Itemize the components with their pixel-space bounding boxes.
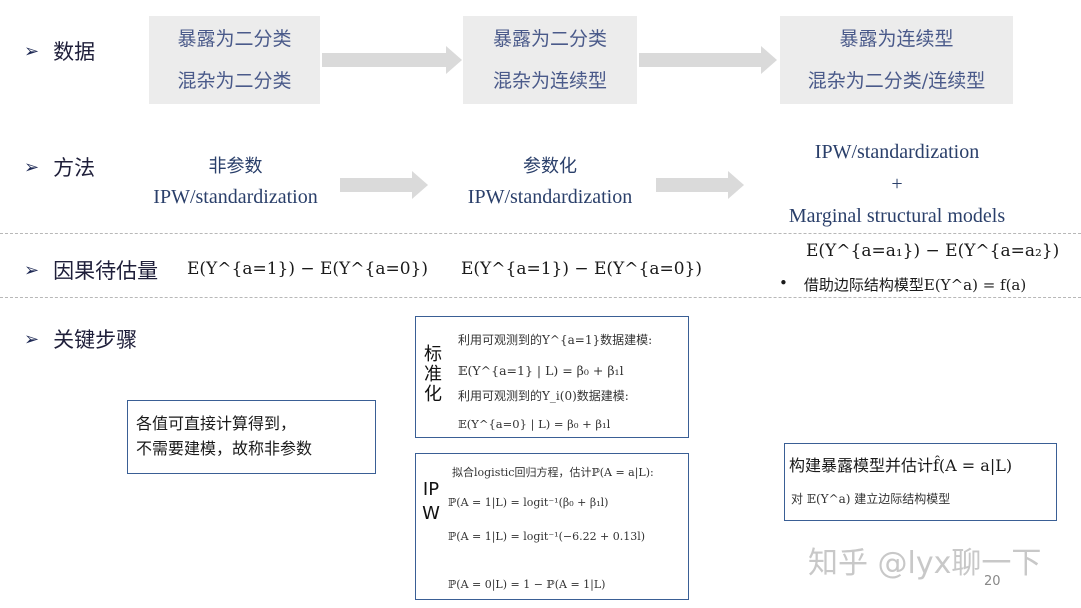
estimand-3: E(Y^{a=a₁}) − E(Y^{a=a₂})	[806, 241, 1060, 261]
note-line2: 不需要建模，故称非参数	[136, 439, 313, 458]
arrow-right-icon	[639, 46, 777, 74]
data-box-1-line1: 暴露为二分类	[177, 28, 292, 50]
method-3-line1: IPW/standardization	[814, 141, 980, 163]
arrow-right-icon	[656, 171, 744, 199]
std-eq1: 𝔼(Y^{a=1} | L) = β₀ + β₁l	[458, 363, 624, 378]
method-3: IPW/standardization + Marginal structura…	[770, 136, 1024, 232]
estimand-1: E(Y^{a=1}) − E(Y^{a=0})	[187, 259, 428, 279]
std-line1: 利用可观测到的Y^{a=1}数据建模:	[458, 333, 653, 347]
msm-box: 构建暴露模型并估计f̂(A = a|L) 对 𝔼(Y^a) 建立边际结构模型	[784, 443, 1057, 521]
row-label-data: 数据	[53, 40, 96, 64]
data-box-2-line2: 混杂为连续型	[492, 70, 607, 92]
data-box-2-line1: 暴露为二分类	[492, 28, 607, 50]
triangle-bullet-icon: ➢	[24, 259, 40, 281]
std-eq2: 𝔼(Y^{a=0} | L) = β₀ + β₁l	[458, 417, 611, 431]
method-1-line2: IPW/standardization	[153, 186, 318, 208]
divider-line	[0, 233, 1081, 234]
row-header-steps: ➢ 关键步骤	[24, 324, 137, 354]
msm-line1: 构建暴露模型并估计f̂(A = a|L)	[789, 456, 1013, 475]
note-line1: 各值可直接计算得到，	[136, 414, 297, 433]
data-box-3-line2: 混杂为二分类/连续型	[807, 70, 986, 92]
estimand-bullet-row: • 借助边际结构模型E(Y^a) = f(a)	[779, 274, 1026, 295]
watermark: 知乎 @lyx聊一下	[808, 546, 1042, 581]
divider-line	[0, 297, 1081, 298]
arrow-right-icon	[340, 171, 428, 199]
bullet-dot-icon: •	[779, 274, 788, 292]
data-box-3-line1: 暴露为连续型	[839, 28, 954, 50]
triangle-bullet-icon: ➢	[24, 328, 40, 350]
method-2-line1: 参数化	[523, 156, 577, 177]
standardization-side-label: 标准化	[424, 344, 442, 405]
ipw-eq3: ℙ(A = 0|L) = 1 − ℙ(A = 1|L)	[448, 578, 606, 591]
row-header-data: ➢ 数据	[24, 36, 95, 66]
msm-line2: 对 𝔼(Y^a) 建立边际结构模型	[791, 492, 951, 506]
row-label-method: 方法	[53, 156, 96, 180]
method-1: 非参数 IPW/standardization	[138, 152, 333, 212]
estimand-bullet-text: 借助边际结构模型E(Y^a) = f(a)	[803, 276, 1027, 294]
ipw-line1: 拟合logistic回归方程，估计ℙ(A = a|L):	[452, 466, 654, 479]
std-line2: 利用可观测到的Y_i(0)数据建模:	[458, 389, 629, 403]
row-header-method: ➢ 方法	[24, 152, 95, 182]
row-label-estimand: 因果待估量	[53, 259, 159, 283]
ipw-side-label: IPW	[422, 479, 440, 524]
method-2-line2: IPW/standardization	[467, 186, 633, 208]
method-2: 参数化 IPW/standardization	[452, 152, 648, 212]
data-box-3: 暴露为连续型 混杂为二分类/连续型	[780, 16, 1013, 104]
nonparametric-note-box: 各值可直接计算得到， 不需要建模，故称非参数	[127, 400, 376, 474]
ipw-box: IPW 拟合logistic回归方程，估计ℙ(A = a|L): ℙ(A = 1…	[415, 453, 689, 600]
data-box-2: 暴露为二分类 混杂为连续型	[463, 16, 637, 104]
arrow-right-icon	[322, 46, 462, 74]
estimand-2: E(Y^{a=1}) − E(Y^{a=0})	[461, 259, 702, 279]
data-box-1: 暴露为二分类 混杂为二分类	[149, 16, 320, 104]
page-number: 20	[984, 574, 1001, 589]
row-header-estimand: ➢ 因果待估量	[24, 255, 158, 285]
ipw-eq1: ℙ(A = 1|L) = logit⁻¹(β₀ + β₁l)	[448, 496, 609, 509]
method-1-line1: 非参数	[208, 156, 263, 177]
ipw-eq2: ℙ(A = 1|L) = logit⁻¹(−6.22 + 0.13l)	[448, 530, 646, 543]
triangle-bullet-icon: ➢	[24, 156, 40, 178]
method-3-line3: Marginal structural models	[788, 205, 1006, 227]
triangle-bullet-icon: ➢	[24, 40, 40, 62]
row-label-steps: 关键步骤	[53, 328, 138, 352]
data-box-1-line2: 混杂为二分类	[177, 70, 292, 92]
method-3-line2: +	[891, 173, 903, 195]
standardization-box: 标准化 利用可观测到的Y^{a=1}数据建模: 𝔼(Y^{a=1} | L) =…	[415, 316, 689, 438]
